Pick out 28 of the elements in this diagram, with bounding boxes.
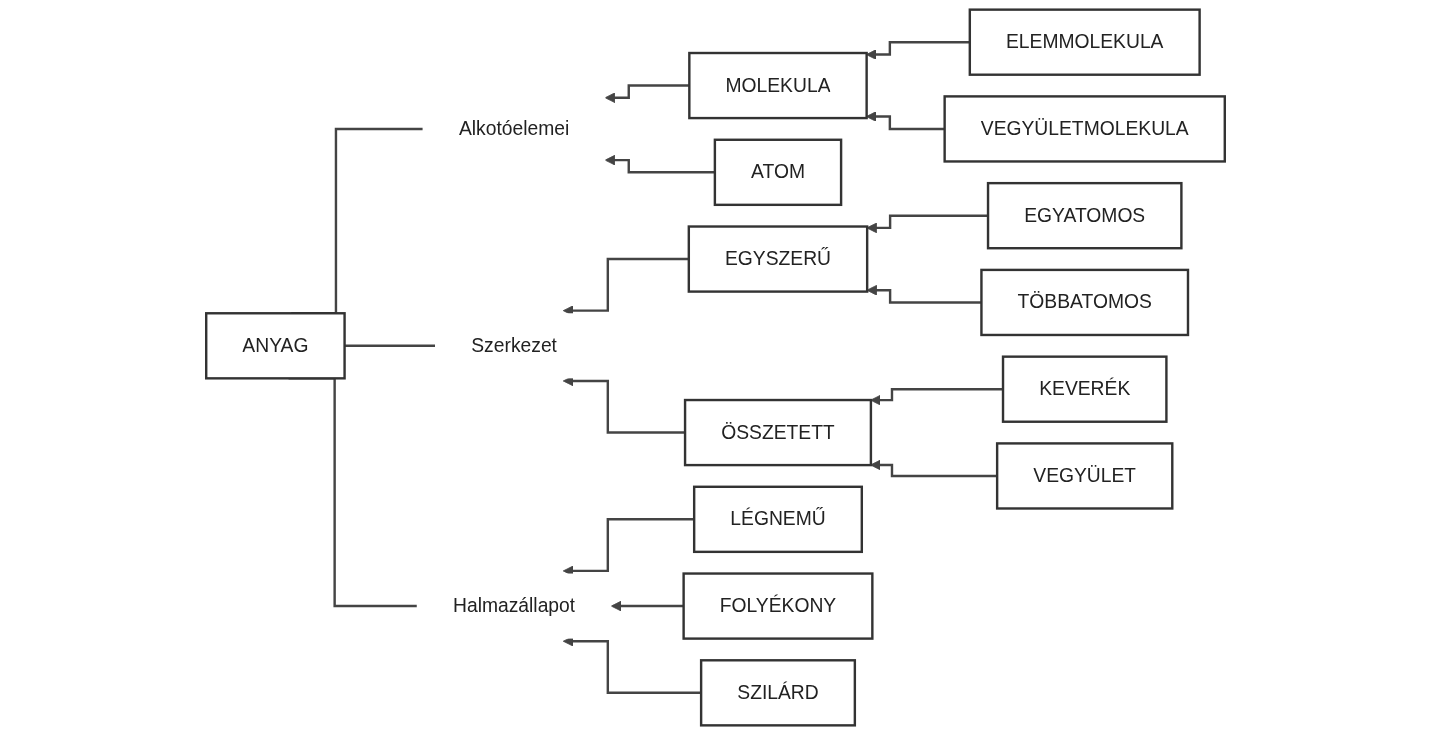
arrow — [870, 459, 998, 478]
node-box: VEGYÜLETMOLEKULA — [943, 95, 1226, 163]
node-box: MOLEKULA — [688, 51, 868, 120]
node-box: LÉGNEMŰ — [692, 485, 863, 554]
node-box: EGYSZERŰ — [687, 225, 869, 293]
arrow — [865, 40, 970, 60]
connector — [344, 344, 436, 347]
arrow — [866, 284, 982, 304]
arrow — [610, 600, 684, 612]
arrow — [562, 257, 689, 316]
node-box: FOLYÉKONY — [682, 572, 874, 640]
node-text: Alkotóelemei — [458, 118, 570, 139]
node-box: TÖBBATOMOS — [980, 268, 1190, 337]
arrow — [604, 84, 690, 104]
node-box: ATOM — [713, 138, 843, 207]
node-text: Szerkezet — [471, 334, 557, 356]
arrow — [870, 388, 1003, 406]
arrow — [866, 214, 989, 234]
arrow — [865, 111, 945, 131]
node-box: SZILÁRD — [699, 659, 857, 727]
node-box: ELEMMOLEKULA — [968, 8, 1201, 76]
node-box: VEGYÜLET — [995, 442, 1174, 510]
node-box: EGYATOMOS — [986, 181, 1183, 250]
node-box: KEVERÉK — [1001, 355, 1168, 423]
node-box: ÖSSZETETT — [683, 398, 873, 467]
arrow — [604, 154, 715, 174]
node-text: Halmazállapot — [453, 595, 576, 616]
node-box: ANYAG — [205, 312, 346, 380]
